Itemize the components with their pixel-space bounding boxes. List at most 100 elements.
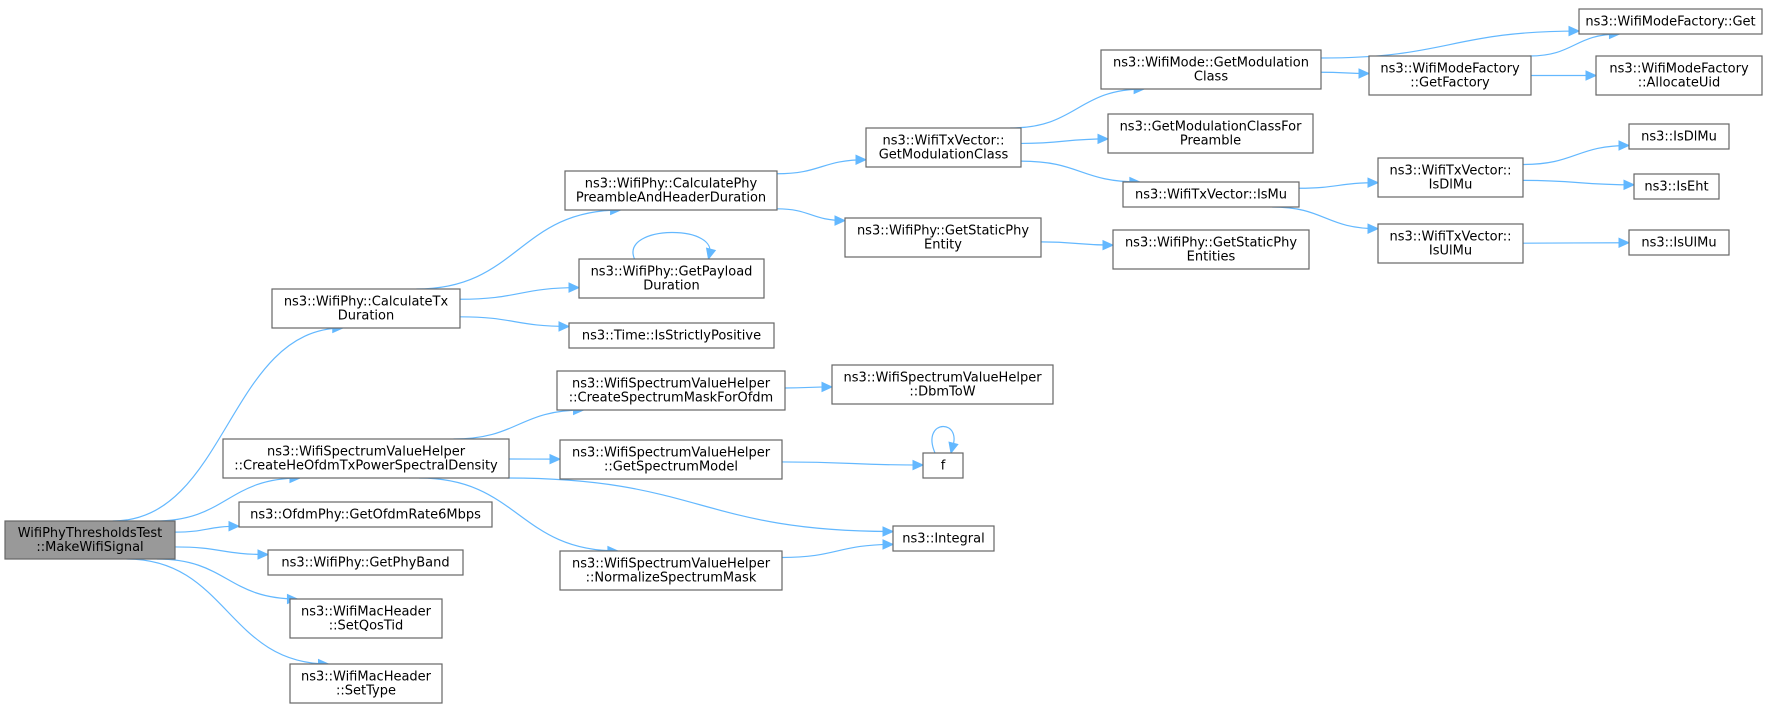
arrowhead-icon [1585, 70, 1598, 81]
node-txvector-is-dl-mu[interactable]: ns3::WifiTxVector::IsDlMu [1377, 157, 1524, 198]
node-box[interactable] [831, 364, 1054, 405]
edge-line [416, 209, 621, 290]
node-box[interactable] [556, 370, 786, 411]
node-label: ::GetFactory [1410, 76, 1490, 91]
node-label: ns3::WifiTxVector:: [882, 134, 1004, 149]
node-set-qos-tid[interactable]: ns3::WifiMacHeader::SetQosTid [289, 598, 443, 639]
edge-create_he_ofdm_tx_psd-to-get_spectrum_model [508, 453, 562, 465]
node-label: ns3::Time::IsStrictlyPositive [582, 329, 761, 344]
node-box[interactable] [267, 549, 464, 576]
node-wifimode-get-mod-class[interactable]: ns3::WifiMode::GetModulationClass [1100, 49, 1322, 90]
node-label: IsUlMu [1429, 244, 1472, 259]
edge-line [1320, 30, 1580, 59]
node-factory-allocate-uid[interactable]: ns3::WifiModeFactory::AllocateUid [1595, 55, 1763, 96]
edge-line [1529, 33, 1620, 57]
node-box[interactable] [564, 170, 778, 211]
node-normalize-spectrum-mask[interactable]: ns3::WifiSpectrumValueHelper::NormalizeS… [559, 550, 783, 591]
node-get-ofdm-rate-6mbps[interactable]: ns3::OfdmPhy::GetOfdmRate6Mbps [238, 501, 493, 528]
edge-txvector_is_mu-to-txvector_is_dl_mu [1298, 177, 1380, 189]
node-txvector-get-mod-class[interactable]: ns3::WifiTxVector::GetModulationClass [865, 127, 1022, 168]
arrowhead-icon [834, 215, 847, 226]
node-box[interactable] [1100, 49, 1322, 90]
arrowhead-icon [882, 539, 895, 550]
edge-line [781, 543, 894, 559]
node-factory-get-factory[interactable]: ns3::WifiModeFactory::GetFactory [1368, 55, 1532, 96]
node-label: ns3::WifiPhy::CalculateTx [284, 295, 449, 310]
edge-line [112, 327, 343, 522]
arrowhead-icon [821, 381, 834, 393]
node-create-spectrum-mask[interactable]: ns3::WifiSpectrumValueHelper::CreateSpec… [556, 370, 786, 411]
node-f[interactable]: f [922, 452, 964, 479]
node-label: Duration [643, 279, 699, 294]
arrowhead-icon [1618, 140, 1631, 151]
node-label: f [941, 459, 946, 474]
edge-line [453, 409, 584, 440]
edge-line [632, 231, 711, 260]
node-box[interactable] [222, 438, 510, 479]
node-dbm-to-w[interactable]: ns3::WifiSpectrumValueHelper::DbmToW [831, 364, 1054, 405]
node-box[interactable] [559, 550, 783, 591]
node-is-ul-mu[interactable]: ns3::IsUlMu [1628, 229, 1730, 256]
node-box[interactable] [1107, 113, 1314, 154]
node-box [4, 520, 176, 560]
node-box[interactable] [865, 127, 1022, 168]
node-label: ns3::WifiModeFactory [1380, 62, 1520, 77]
edge-txvector_get_mod_class-to-txvector_is_mu [1020, 160, 1142, 188]
node-box[interactable] [1633, 173, 1720, 200]
node-box[interactable] [1628, 123, 1730, 150]
node-set-type[interactable]: ns3::WifiMacHeader::SetType [289, 663, 443, 704]
node-is-eht[interactable]: ns3::IsEht [1633, 173, 1720, 200]
node-box[interactable] [289, 598, 443, 639]
node-get-spectrum-model[interactable]: ns3::WifiSpectrumValueHelper::GetSpectru… [559, 439, 783, 480]
node-txvector-is-ul-mu[interactable]: ns3::WifiTxVector::IsUlMu [1377, 223, 1524, 264]
node-label: ns3::WifiSpectrumValueHelper [572, 377, 771, 392]
node-calc-preamble-header[interactable]: ns3::WifiPhy::CalculatePhyPreambleAndHea… [564, 170, 778, 211]
node-get-phy-band[interactable]: ns3::WifiPhy::GetPhyBand [267, 549, 464, 576]
node-label: ns3::WifiPhy::GetPayload [591, 265, 753, 280]
edge-txvector_is_mu-to-txvector_is_ul_mu [1272, 206, 1380, 234]
node-box[interactable] [1368, 55, 1532, 96]
edge-get_static_phy_entity-to-get_static_phy_entities [1040, 239, 1115, 251]
call-graph-edges [112, 25, 1636, 670]
node-label: Entities [1187, 250, 1236, 265]
node-box[interactable] [568, 322, 775, 349]
node-box[interactable] [1122, 181, 1300, 208]
arrowhead-icon [1623, 179, 1636, 191]
node-label: ::SetType [336, 684, 396, 699]
arrowhead-icon [948, 441, 959, 455]
node-box[interactable] [1628, 229, 1730, 256]
node-box[interactable] [559, 439, 783, 480]
node-label: ns3::WifiSpectrumValueHelper [843, 371, 1042, 386]
node-integral[interactable]: ns3::Integral [892, 525, 995, 552]
node-box[interactable] [1112, 229, 1310, 270]
node-label: PreambleAndHeaderDuration [576, 191, 766, 206]
node-box[interactable] [892, 525, 995, 552]
edge-line [459, 286, 580, 300]
edge-line [1272, 206, 1379, 230]
edge-line [1010, 88, 1145, 129]
edge-line [1040, 241, 1114, 246]
node-box[interactable] [289, 663, 443, 704]
edge-wifimode_get_mod_class-to-factory_get_factory [1320, 68, 1371, 79]
node-label: ::CreateHeOfdmTxPowerSpectralDensity [234, 459, 498, 474]
node-factory-get[interactable]: ns3::WifiModeFactory::Get [1578, 8, 1763, 35]
node-box[interactable] [1578, 8, 1763, 35]
node-is-dl-mu[interactable]: ns3::IsDlMu [1628, 123, 1730, 150]
node-box[interactable] [271, 288, 461, 329]
node-is-strictly-positive[interactable]: ns3::Time::IsStrictlyPositive [568, 322, 775, 349]
node-box[interactable] [578, 258, 765, 299]
node-txvector-is-mu[interactable]: ns3::WifiTxVector::IsMu [1122, 181, 1300, 208]
node-box[interactable] [922, 452, 964, 479]
node-create-he-ofdm-tx-psd[interactable]: ns3::WifiSpectrumValueHelper::CreateHeOf… [222, 438, 510, 479]
node-box[interactable] [1595, 55, 1763, 96]
edge-txvector_is_ul_mu-to-is_ul_mu [1522, 237, 1631, 248]
node-box[interactable] [238, 501, 493, 528]
node-box[interactable] [1377, 157, 1524, 198]
node-box[interactable] [1377, 223, 1524, 264]
node-box[interactable] [844, 217, 1042, 258]
